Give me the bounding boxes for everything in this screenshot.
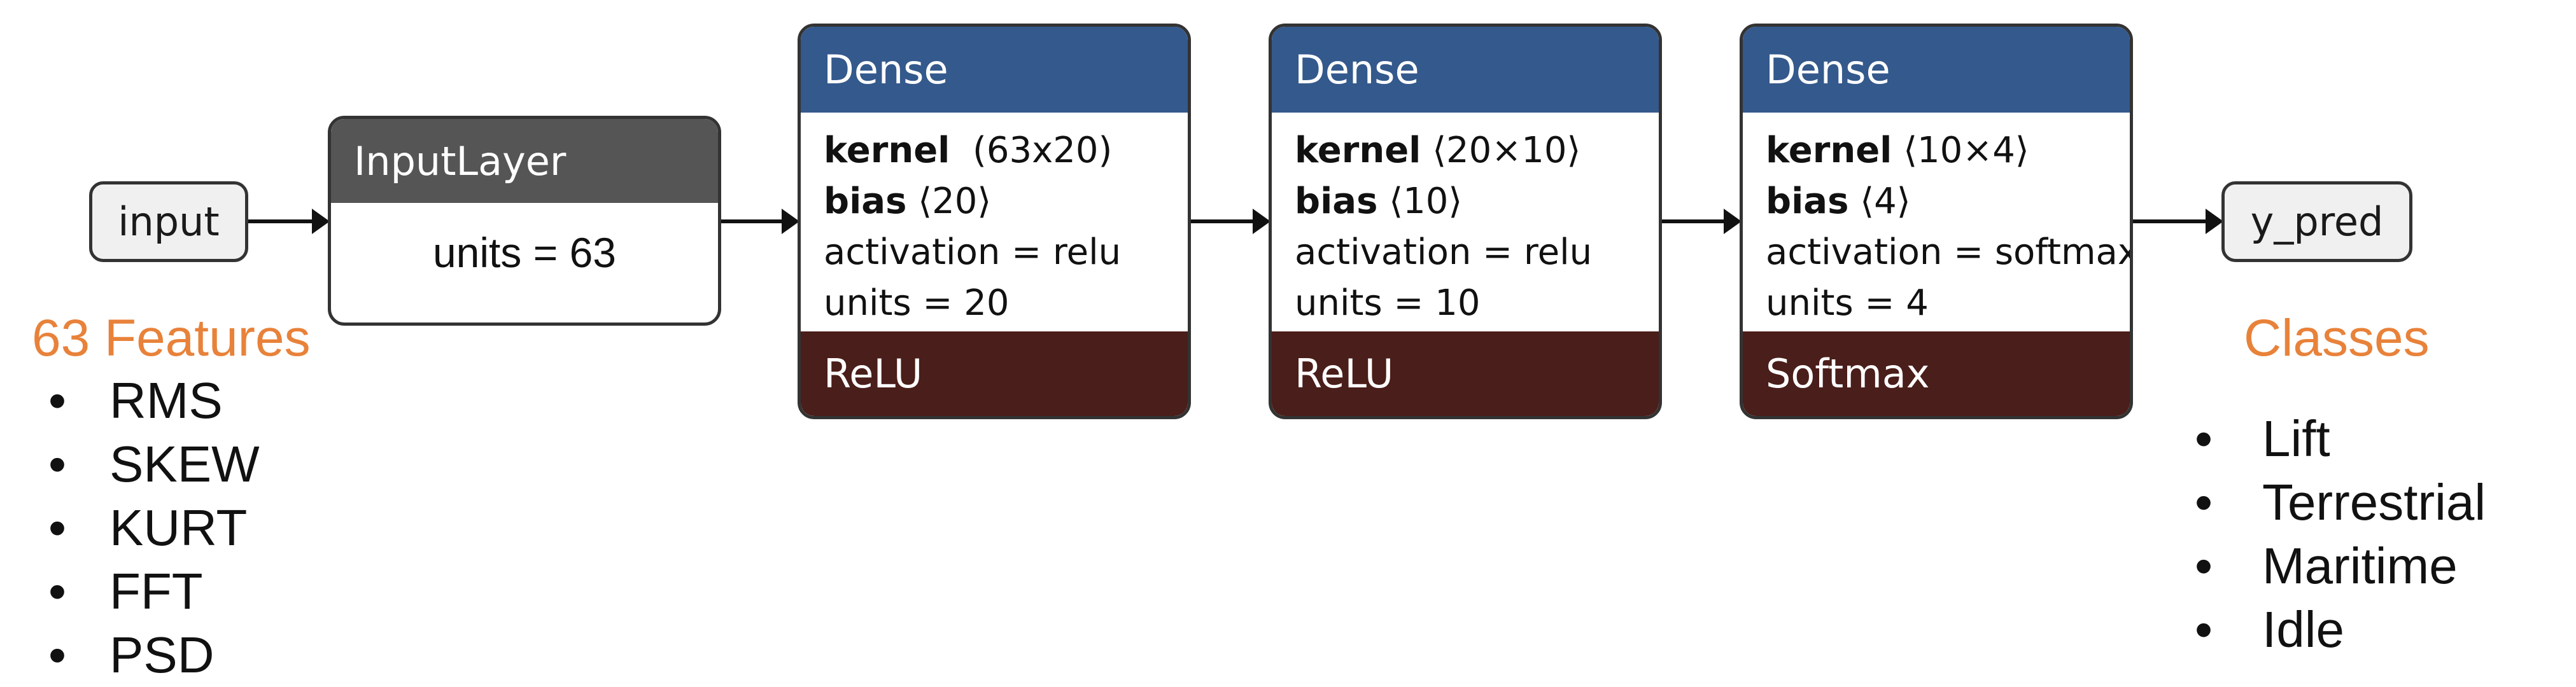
feature-label: KURT: [109, 499, 248, 556]
bullet-icon: •: [2194, 410, 2213, 467]
list-item: • SKEW: [45, 433, 260, 496]
class-label: Maritime: [2262, 538, 2458, 594]
list-item: • Maritime: [2191, 534, 2486, 598]
dense-layer-2-footer-label: ReLU: [1295, 350, 1394, 397]
arrow-dense3-to-output: [2133, 209, 2223, 234]
dense-layer-2: Dense kernel ⟨20×10⟩ bias ⟨10⟩ activatio…: [1269, 24, 1662, 419]
bias-value: ⟨20⟩: [918, 181, 992, 222]
arrow-dense2-to-dense3: [1662, 209, 1742, 234]
dense-layer-3-activation: activation = softmax: [1766, 232, 2133, 273]
input-layer-title: InputLayer: [354, 137, 567, 184]
input-layer-block: InputLayer units = 63: [328, 116, 721, 326]
bias-value: ⟨10⟩: [1389, 181, 1463, 222]
list-item: • PSD: [45, 623, 260, 687]
dense-layer-2-activation-footer: ReLU: [1272, 331, 1659, 416]
dense-layer-1-activation-footer: ReLU: [801, 331, 1188, 416]
class-label: Terrestrial: [2262, 474, 2486, 531]
input-layer-header: InputLayer: [331, 119, 718, 203]
dense-layer-2-title: Dense: [1295, 46, 1419, 93]
dense-layer-3-footer-label: Softmax: [1766, 350, 1930, 397]
arrow-inputlayer-to-dense1: [721, 209, 799, 234]
bias-label: bias: [824, 181, 907, 222]
kernel-label: kernel: [1766, 130, 1892, 171]
bullet-icon: •: [48, 563, 66, 620]
features-list: • RMS • SKEW • KURT • FFT • PSD: [45, 369, 260, 687]
dense-layer-1-kernel-row: kernel (63x20): [824, 125, 1188, 176]
arrow-dense1-to-dense2: [1191, 209, 1270, 234]
dense-layer-2-kernel-row: kernel ⟨20×10⟩: [1295, 125, 1659, 176]
feature-label: PSD: [109, 627, 215, 683]
arrow-input-to-inputlayer: [248, 209, 330, 234]
bias-label: bias: [1295, 181, 1378, 222]
dense-layer-1-title: Dense: [824, 46, 948, 93]
dense-layer-1-header: Dense: [801, 27, 1188, 113]
feature-label: RMS: [109, 372, 223, 429]
input-node-label: input: [118, 198, 220, 245]
bias-value: ⟨4⟩: [1860, 181, 1911, 222]
dense-layer-3: Dense kernel ⟨10×4⟩ bias ⟨4⟩ activation …: [1740, 24, 2133, 419]
input-node: input: [89, 181, 248, 262]
dense-layer-3-header: Dense: [1743, 27, 2130, 113]
dense-layer-2-header: Dense: [1272, 27, 1659, 113]
kernel-label: kernel: [1295, 130, 1421, 171]
dense-layer-3-body: kernel ⟨10×4⟩ bias ⟨4⟩ activation = soft…: [1743, 113, 2130, 329]
dense-layer-1-units: units = 20: [824, 282, 1010, 324]
list-item: • Lift: [2191, 407, 2486, 471]
bullet-icon: •: [48, 372, 66, 429]
input-layer-body: units = 63: [331, 203, 718, 277]
class-label: Lift: [2262, 410, 2330, 467]
list-item: • Terrestrial: [2191, 471, 2486, 534]
dense-layer-1-body: kernel (63x20) bias ⟨20⟩ activation = re…: [801, 113, 1188, 329]
list-item: • FFT: [45, 560, 260, 623]
kernel-label: kernel: [824, 130, 950, 171]
kernel-value: (63x20): [973, 130, 1113, 171]
feature-label: FFT: [109, 563, 203, 620]
dense-layer-2-activation: activation = relu: [1295, 232, 1593, 273]
dense-layer-2-bias-row: bias ⟨10⟩: [1295, 176, 1659, 227]
class-label: Idle: [2262, 601, 2344, 658]
list-item: • RMS: [45, 369, 260, 433]
dense-layer-2-units: units = 10: [1295, 282, 1481, 324]
kernel-value: ⟨20×10⟩: [1432, 130, 1581, 171]
dense-layer-3-activation-footer: Softmax: [1743, 331, 2130, 416]
bullet-icon: •: [48, 436, 66, 492]
dense-layer-3-bias-row: bias ⟨4⟩: [1766, 176, 2130, 227]
classes-title: Classes: [2244, 309, 2430, 367]
dense-layer-1: Dense kernel (63x20) bias ⟨20⟩ activatio…: [798, 24, 1191, 419]
classes-list: • Lift • Terrestrial • Maritime • Idle: [2191, 407, 2486, 662]
dense-layer-3-units: units = 4: [1766, 282, 1929, 324]
output-node: y_pred: [2221, 181, 2412, 262]
bullet-icon: •: [2194, 601, 2213, 658]
dense-layer-1-footer-label: ReLU: [824, 350, 923, 397]
kernel-value: ⟨10×4⟩: [1903, 130, 2029, 171]
feature-label: SKEW: [109, 436, 260, 492]
output-node-label: y_pred: [2250, 198, 2384, 245]
bullet-icon: •: [48, 627, 66, 683]
input-layer-units: units = 63: [432, 229, 617, 276]
dense-layer-3-title: Dense: [1766, 46, 1890, 93]
bullet-icon: •: [48, 499, 66, 556]
dense-layer-2-body: kernel ⟨20×10⟩ bias ⟨10⟩ activation = re…: [1272, 113, 1659, 329]
bullet-icon: •: [2194, 474, 2213, 531]
dense-layer-1-bias-row: bias ⟨20⟩: [824, 176, 1188, 227]
bullet-icon: •: [2194, 538, 2213, 594]
dense-layer-1-activation: activation = relu: [824, 232, 1122, 273]
features-title: 63 Features: [32, 309, 311, 367]
list-item: • Idle: [2191, 598, 2486, 662]
bias-label: bias: [1766, 181, 1849, 222]
dense-layer-3-kernel-row: kernel ⟨10×4⟩: [1766, 125, 2130, 176]
list-item: • KURT: [45, 496, 260, 560]
